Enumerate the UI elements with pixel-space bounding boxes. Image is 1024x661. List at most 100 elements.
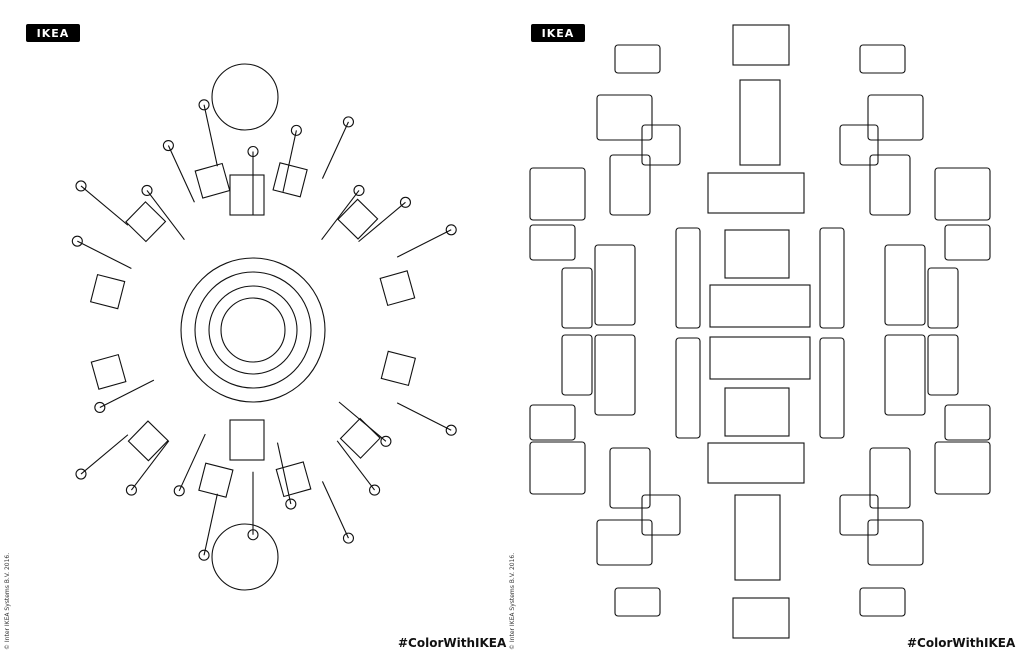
utensil-head: [198, 99, 210, 111]
ikea-logo: IKEA: [26, 24, 80, 42]
hashtag: #ColorWithIKEA: [907, 636, 1016, 650]
furniture-mandala-illustration: [529, 24, 991, 639]
ikea-logo: IKEA: [531, 24, 585, 42]
utensil-head: [353, 184, 365, 196]
ladder-shelf: [675, 337, 701, 439]
storage-box: [529, 224, 576, 261]
top-plate: [211, 63, 279, 131]
stacked-boxes: [739, 79, 781, 166]
logo-text: IKEA: [36, 26, 70, 40]
utensil-head: [380, 435, 392, 447]
hashtag: #ColorWithIKEA: [398, 636, 507, 650]
glass: [229, 419, 265, 461]
drawer-unit: [869, 154, 911, 216]
armchair: [867, 519, 924, 566]
box: [732, 597, 790, 639]
storage-box: [944, 404, 991, 441]
utensil: [282, 130, 297, 192]
utensil: [321, 481, 349, 539]
utensil-head: [71, 235, 83, 247]
utensil: [77, 240, 132, 269]
utensil: [203, 493, 218, 556]
cup: [379, 270, 416, 307]
ladder-shelf: [819, 227, 845, 329]
plate-ring: [220, 297, 286, 363]
sideboard: [709, 284, 811, 328]
utensil-head: [290, 124, 302, 136]
utensil: [178, 433, 206, 492]
utensil-head: [141, 184, 153, 196]
shelf-unit: [594, 334, 636, 416]
ladder-shelf: [819, 337, 845, 439]
coloring-page-tableware: IKEA © Inter IKEA Systems B.V. 2016. #Co…: [0, 0, 507, 661]
storage-box: [529, 404, 576, 441]
storage-box: [944, 224, 991, 261]
stacked-boxes: [734, 494, 781, 581]
utensil-head: [445, 424, 457, 436]
tv: [724, 229, 790, 279]
logo-text: IKEA: [541, 26, 575, 40]
coloring-page-furniture: IKEA © Inter IKEA Systems B.V. 2016. #Co…: [509, 0, 1020, 661]
utensil: [80, 185, 129, 226]
copyright-text: © Inter IKEA Systems B.V. 2016.: [509, 552, 516, 650]
utensil: [358, 201, 406, 243]
utensil-head: [173, 485, 185, 497]
tv: [724, 387, 790, 437]
bench: [707, 172, 805, 214]
utensil: [167, 145, 195, 203]
glass: [229, 174, 265, 216]
utensil: [146, 190, 185, 241]
shelf-unit-small: [927, 267, 959, 329]
utensil-head: [198, 549, 210, 561]
chair: [614, 587, 661, 617]
side-table: [641, 124, 681, 166]
copyright-text: © Inter IKEA Systems B.V. 2016.: [4, 552, 11, 650]
cup: [90, 353, 127, 390]
cup: [337, 198, 379, 240]
cup: [275, 461, 312, 498]
bench: [707, 442, 805, 484]
cup: [380, 350, 417, 387]
armchair: [867, 94, 924, 141]
utensil: [321, 190, 360, 241]
plate-ring: [180, 257, 326, 403]
utensil: [396, 229, 452, 258]
shelf-unit: [884, 244, 926, 326]
cup: [125, 201, 167, 243]
utensil: [396, 402, 452, 431]
pouffe: [934, 441, 991, 495]
chair: [859, 587, 906, 617]
sideboard: [709, 336, 811, 380]
utensil-head: [342, 116, 355, 128]
utensil-head: [125, 484, 137, 496]
utensil: [80, 434, 129, 475]
pouffe: [529, 167, 586, 221]
utensil: [338, 401, 387, 442]
box: [732, 24, 790, 66]
cup: [127, 420, 169, 462]
utensil-head: [247, 529, 259, 541]
shelf-unit-small: [927, 334, 959, 396]
side-table: [839, 494, 879, 536]
utensil-head: [162, 139, 174, 152]
cup: [272, 162, 308, 198]
cup: [198, 462, 234, 498]
utensil: [130, 440, 170, 491]
drawer-unit: [609, 154, 651, 216]
side-table: [641, 494, 681, 536]
utensil-head: [285, 498, 297, 510]
bottom-plate: [211, 523, 279, 591]
drawer-unit: [869, 447, 911, 509]
utensil: [99, 379, 155, 408]
chair: [859, 44, 906, 74]
utensil: [321, 121, 349, 179]
cup: [194, 162, 231, 199]
utensil-head: [75, 180, 87, 192]
armchair: [596, 94, 653, 141]
pouffe: [529, 441, 586, 495]
armchair: [596, 519, 653, 566]
plate-ring: [194, 271, 312, 389]
shelf-unit: [884, 334, 926, 416]
cup: [89, 273, 126, 310]
pouffe: [934, 167, 991, 221]
